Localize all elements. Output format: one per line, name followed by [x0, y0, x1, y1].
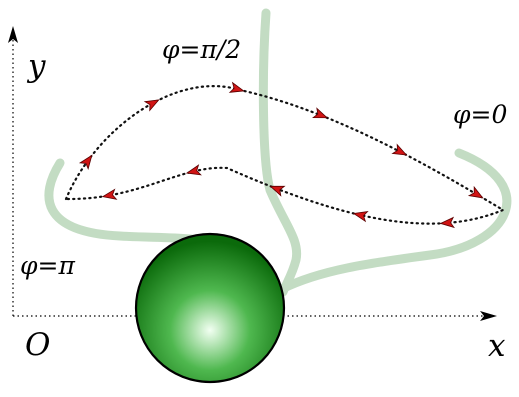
- support-curves: [44, 8, 512, 297]
- phi-zero-label: φ=0: [453, 100, 507, 129]
- trajectory-arrowhead: [228, 81, 245, 93]
- trajectory-arrowhead: [467, 185, 484, 199]
- trajectory-arrowhead: [185, 164, 202, 176]
- x-axis-arrowhead: [480, 311, 497, 321]
- trajectory-arrowhead: [143, 99, 160, 112]
- support-curve-vertical: [258, 8, 302, 297]
- trajectory-arrows: [78, 81, 484, 229]
- y-axis-arrowhead: [8, 26, 18, 43]
- trajectory-arrowhead: [78, 154, 93, 171]
- y-axis-label: y: [26, 48, 46, 84]
- phi-pi-label: φ=π: [20, 251, 75, 280]
- trajectory-arrowhead: [391, 143, 408, 156]
- trajectory-arrowhead: [312, 107, 329, 119]
- trajectory-loop: [64, 85, 506, 225]
- trajectory-arrowhead: [101, 188, 118, 200]
- x-axis-label: x: [488, 328, 506, 364]
- support-curve-right: [277, 148, 512, 294]
- phi-half-pi-label: φ=π/2: [162, 35, 241, 64]
- origin-label: O: [25, 327, 50, 363]
- trajectory-arrowhead: [269, 185, 286, 197]
- trajectory-arrowhead: [352, 211, 369, 223]
- trajectory-arrowhead: [439, 216, 455, 229]
- green-sphere: [134, 232, 286, 384]
- axes: [8, 26, 497, 321]
